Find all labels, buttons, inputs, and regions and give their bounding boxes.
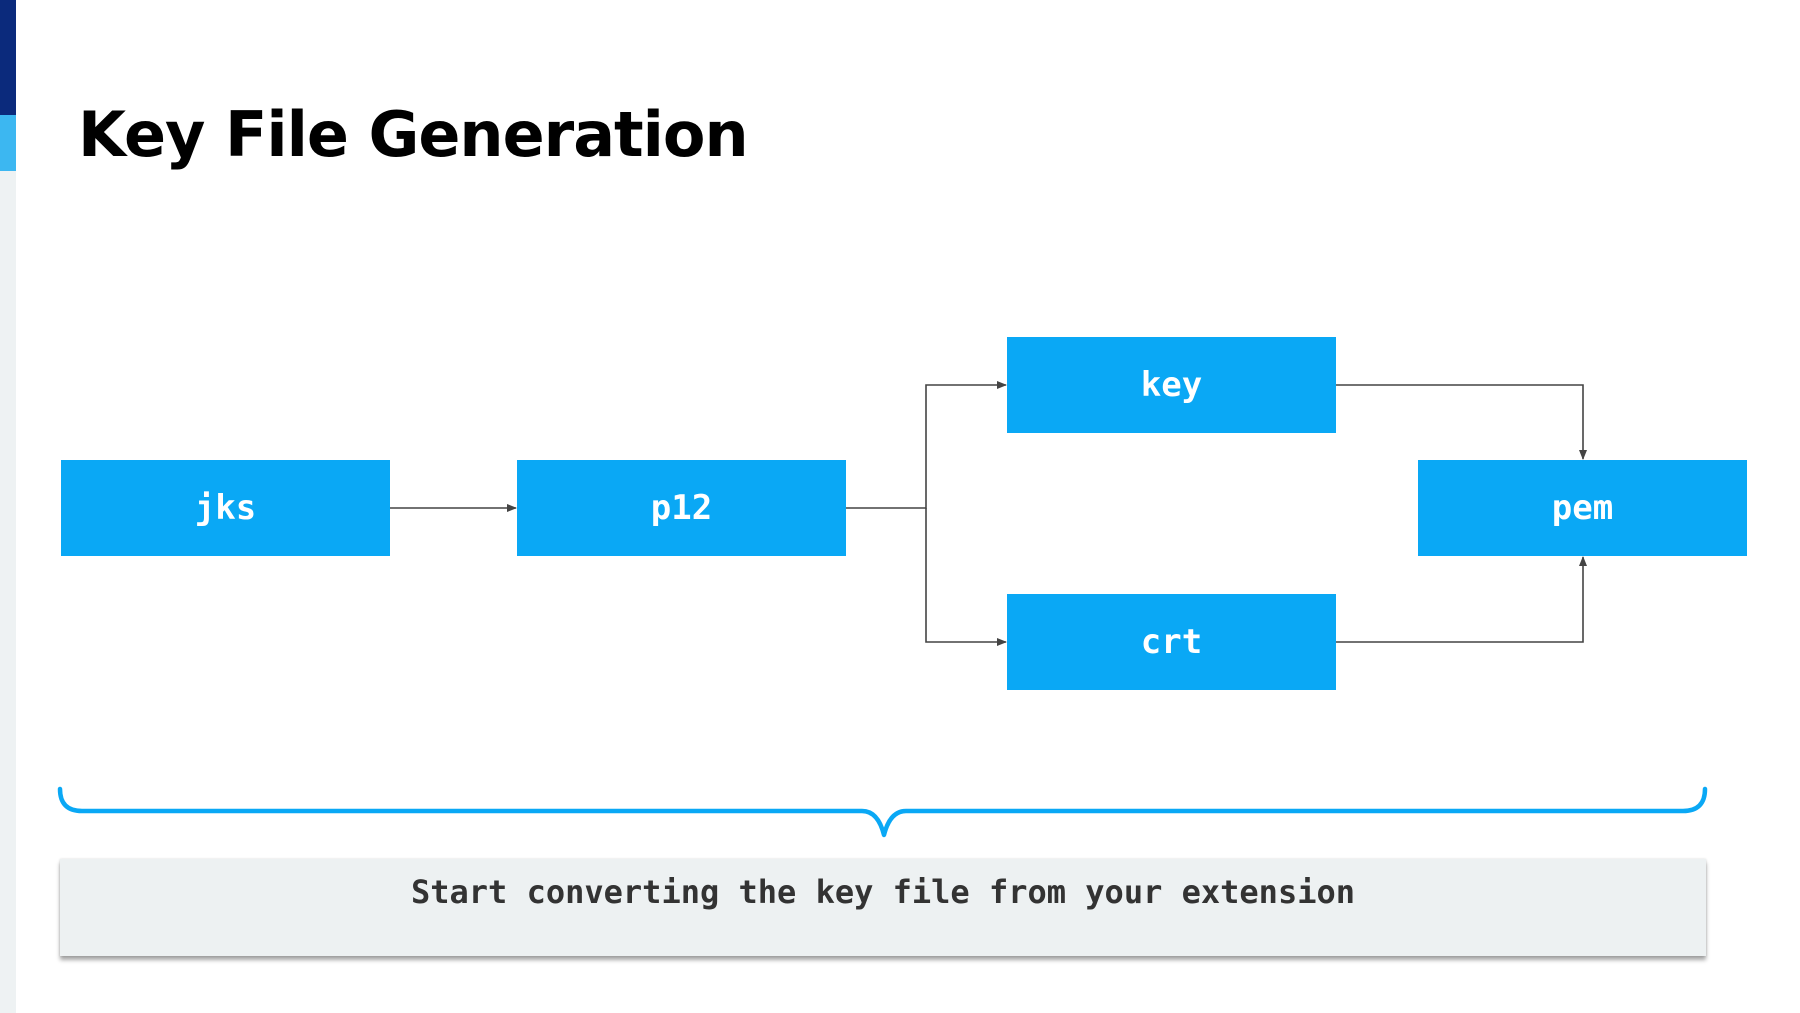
node-crt: crt (1007, 594, 1336, 690)
edge-p12-crt (925, 508, 1007, 646)
node-jks: jks (61, 460, 390, 556)
node-key: key (1007, 337, 1336, 433)
edge-p12-key (846, 381, 1007, 509)
node-p12-label: p12 (650, 488, 713, 528)
node-key-label: key (1140, 365, 1203, 405)
node-crt-label: crt (1140, 622, 1203, 662)
node-pem-label: pem (1551, 488, 1614, 528)
edge-key-pem (1336, 384, 1587, 460)
caption-text: Start converting the key file from your … (410, 873, 1355, 911)
node-jks-label: jks (194, 488, 257, 528)
side-accent-light (0, 115, 16, 171)
curly-brace (57, 786, 1708, 838)
side-accent-dark (0, 0, 16, 115)
node-p12: p12 (517, 460, 846, 556)
slide-title: Key File Generation (78, 98, 749, 171)
node-pem: pem (1418, 460, 1747, 556)
edge-crt-pem (1336, 556, 1587, 643)
caption-box: Start converting the key file from your … (60, 859, 1706, 956)
side-accent-bar (0, 0, 16, 1013)
